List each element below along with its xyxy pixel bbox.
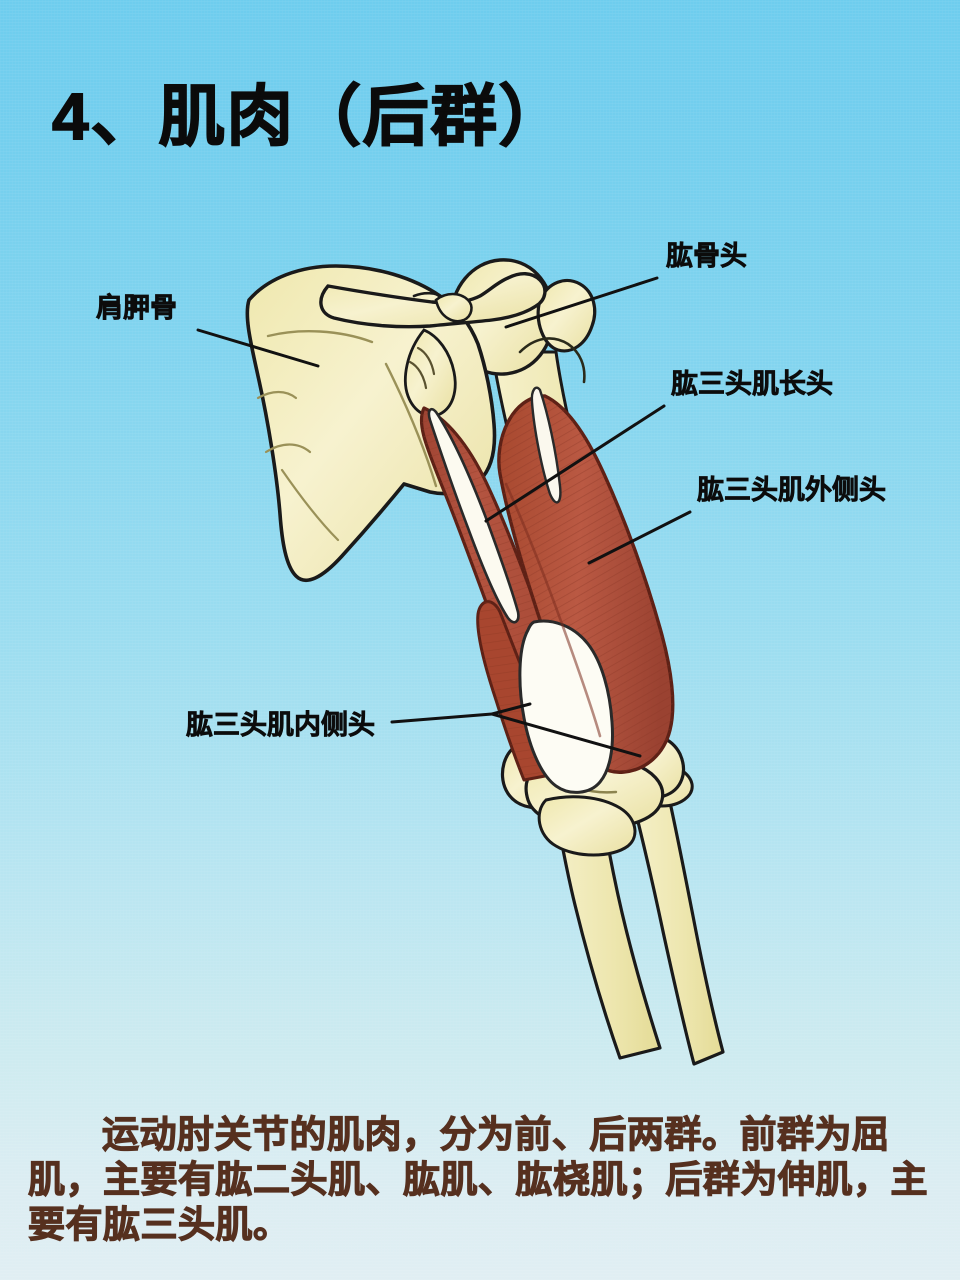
scapula-lateral-border-line (384, 362, 438, 488)
label-humeral-head: 肱骨头 (666, 241, 748, 272)
scapula-spine-line (266, 330, 374, 344)
glenoid-ridge-1 (416, 346, 436, 376)
glenoid-neck (404, 328, 457, 418)
leader-humeral-head (504, 276, 659, 329)
olecranon (537, 795, 637, 857)
label-triceps-long-head: 肱三头肌长头 (671, 369, 834, 400)
coracoid-process (434, 292, 473, 323)
humerus-neck-ridge (518, 337, 586, 384)
glenoid-ridge-2 (408, 360, 428, 390)
leader-triceps-medial-head-b (490, 712, 642, 758)
label-triceps-lateral-head: 肱三头肌外侧头 (697, 475, 887, 506)
long-head-tendon (427, 407, 520, 624)
radius-bone (626, 774, 725, 1066)
page-title: 4、肌肉（后群） (51, 78, 567, 154)
muscle-group (419, 386, 675, 794)
lateral-head-proximal-tendon (530, 386, 562, 504)
caption-text: 运动肘关节的肌肉，分为前、后两群。前群为屈肌，主要有肱二头肌、肱肌、肱桡肌；后群… (27, 1113, 928, 1245)
greater-tubercle (536, 278, 597, 353)
leader-lines (196, 276, 692, 758)
leader-triceps-lateral-head (587, 510, 692, 565)
scapula-fossa-line-2 (264, 443, 312, 454)
leader-triceps-long-head (484, 404, 666, 523)
scapula-medial-border-line (280, 468, 340, 542)
triceps-distal-tendon (518, 619, 614, 794)
label-scapula: 肩胛骨 (96, 293, 178, 324)
intermuscular-groove (504, 482, 602, 738)
label-triceps-medial-head: 肱三头肌内侧头 (186, 710, 376, 741)
scapula-fossa-line-1 (256, 390, 298, 400)
leader-scapula (196, 328, 320, 368)
triceps-lateral-head-fibers (498, 396, 673, 773)
